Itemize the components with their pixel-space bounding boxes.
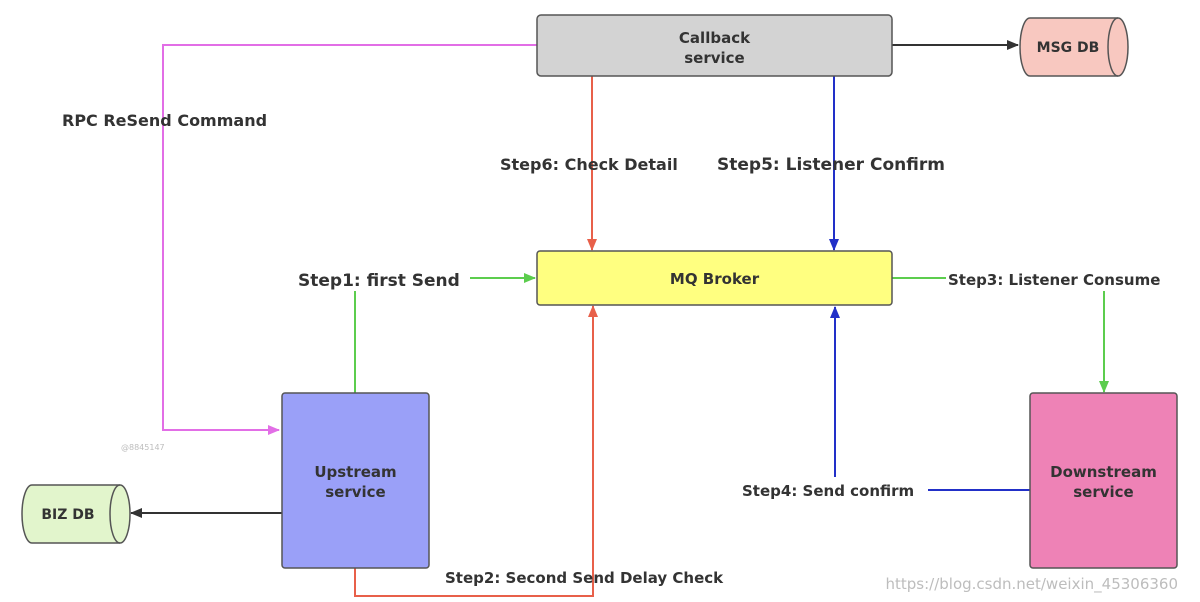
- corner-watermark: https://blog.csdn.net/weixin_45306360: [885, 575, 1178, 594]
- rpc-resend-edge: [162, 44, 537, 435]
- step2-label: Step2: Second Send Delay Check: [445, 569, 724, 587]
- callback-service-label-line1: Callback: [679, 29, 751, 47]
- msg-db-label: MSG DB: [1037, 40, 1100, 56]
- step2-edge: [354, 305, 598, 597]
- upstream-service-node: Upstream service: [281, 392, 430, 569]
- upstream-service-label-line2: service: [325, 483, 385, 501]
- step4-label: Step4: Send confirm: [742, 482, 914, 500]
- biz-db-node: BIZ DB: [21, 484, 131, 544]
- msg-db-node: MSG DB: [1019, 17, 1129, 77]
- small-watermark: @8845147: [121, 443, 165, 452]
- biz-db-label: BIZ DB: [41, 507, 94, 523]
- step5-label: Step5: Listener Confirm: [717, 155, 945, 175]
- step3-label: Step3: Listener Consume: [948, 271, 1160, 289]
- downstream-service-label-line1: Downstream: [1050, 463, 1157, 481]
- downstream-service-node: Downstream service: [1029, 392, 1178, 569]
- mq-broker-node: MQ Broker: [536, 250, 893, 306]
- step6-label: Step6: Check Detail: [500, 155, 678, 174]
- upstream-service-label-line1: Upstream: [314, 463, 396, 481]
- rpc-resend-label: RPC ReSend Command: [62, 111, 267, 130]
- step1-label: Step1: first Send: [298, 271, 460, 291]
- downstream-service-label-line2: service: [1073, 483, 1133, 501]
- callback-service-node: Callback service: [536, 14, 893, 77]
- callback-service-label-line2: service: [684, 49, 744, 67]
- mq-broker-label: MQ Broker: [670, 270, 760, 288]
